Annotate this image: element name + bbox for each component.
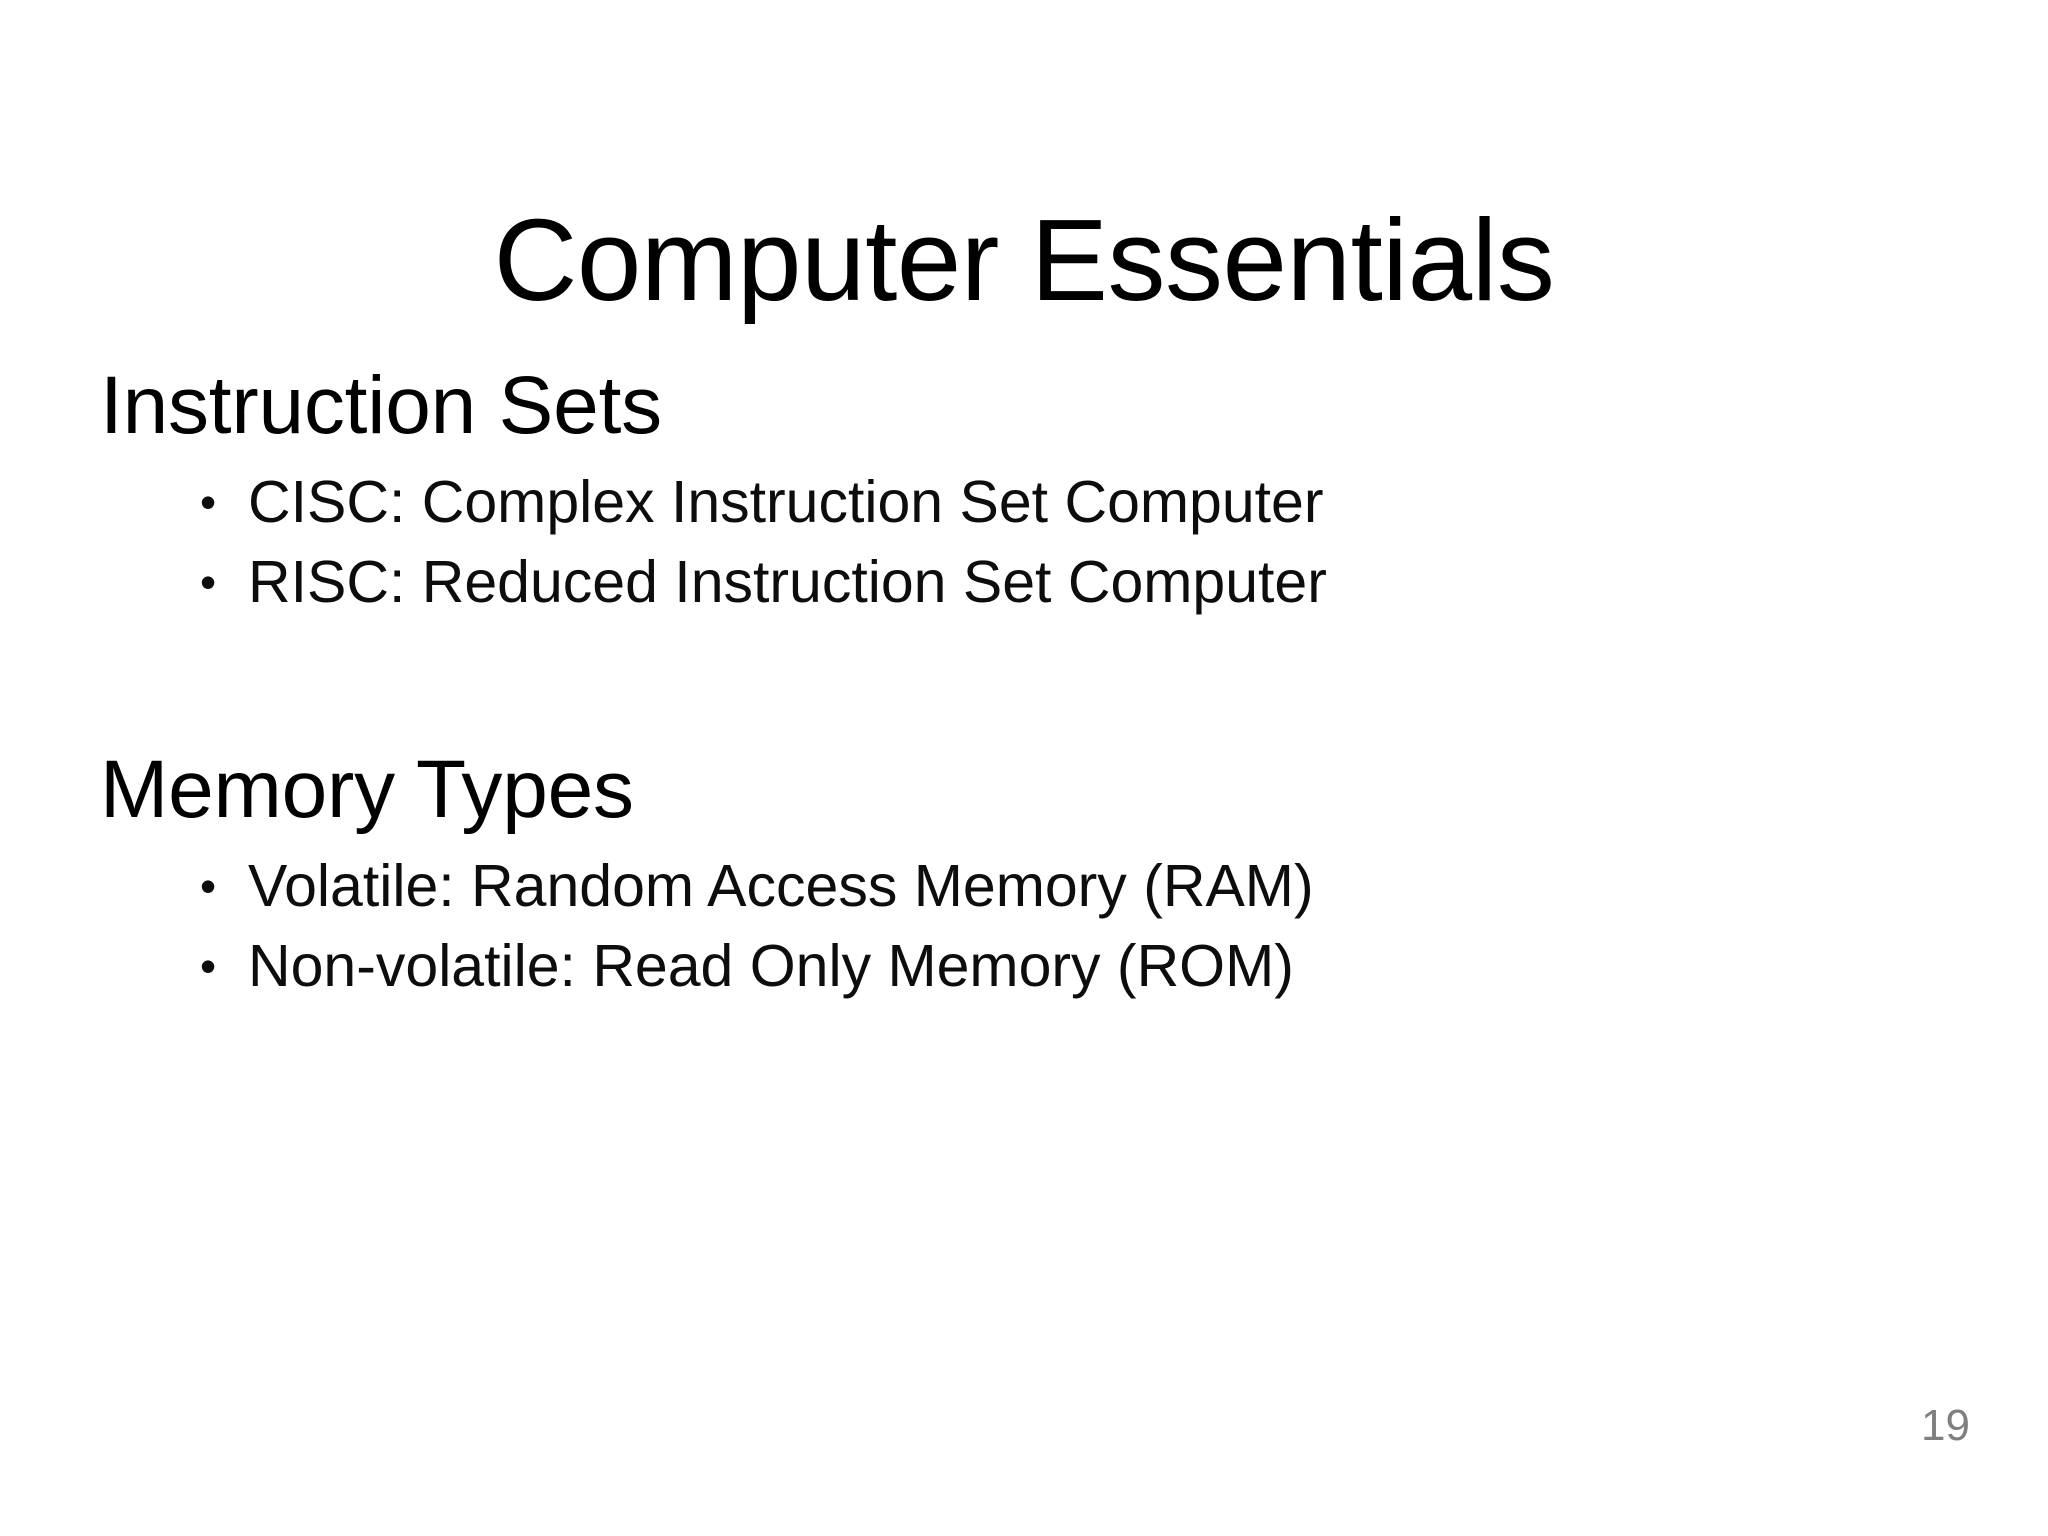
list-item-label: Volatile: Random Access Memory (RAM) <box>248 852 1314 919</box>
section-instruction-sets: Instruction Sets • CISC: Complex Instruc… <box>100 360 1900 622</box>
slide-title: Computer Essentials <box>493 194 1555 325</box>
section-heading-instruction-sets: Instruction Sets <box>100 360 662 451</box>
bullet-point-icon: • <box>200 555 217 608</box>
section-heading-memory-types: Memory Types <box>100 743 634 835</box>
list-item: • RISC: Reduced Instruction Set Computer <box>200 542 1900 622</box>
section-memory-types: Memory Types • Volatile: Random Access M… <box>100 744 1900 1006</box>
slide-number: 19 <box>1921 1401 1970 1450</box>
slide-body: Instruction Sets • CISC: Complex Instruc… <box>100 360 1900 1006</box>
list-item-label: RISC: Reduced Instruction Set Computer <box>248 548 1327 615</box>
list-item: • Non-volatile: Read Only Memory (ROM) <box>200 926 1900 1006</box>
list-item-label: Non-volatile: Read Only Memory (ROM) <box>248 932 1294 999</box>
bullet-list-instruction-sets: • CISC: Complex Instruction Set Computer… <box>100 462 1900 622</box>
bullet-point-icon: • <box>200 859 217 912</box>
list-item-label: CISC: Complex Instruction Set Computer <box>248 468 1324 535</box>
bullet-list-memory-types: • Volatile: Random Access Memory (RAM) •… <box>100 846 1900 1006</box>
list-item: • Volatile: Random Access Memory (RAM) <box>200 846 1900 926</box>
bullet-point-icon: • <box>200 939 217 992</box>
list-item: • CISC: Complex Instruction Set Computer <box>200 462 1900 542</box>
bullet-point-icon: • <box>200 475 217 528</box>
